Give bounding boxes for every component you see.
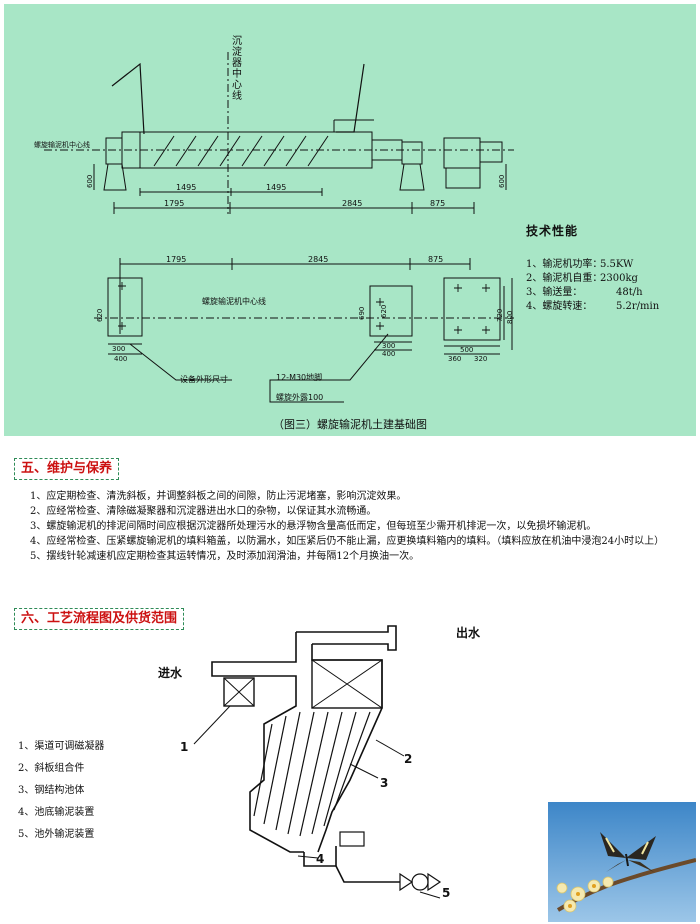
- list-item: 5、摆线针轮减速机应定期检查其运转情况，及时添加润滑油，并每隔12个月换油一次。: [30, 551, 420, 562]
- spec-item: 3、输送量：48t/h: [526, 287, 643, 298]
- section5-heading: 五、维护与保养: [14, 458, 120, 480]
- list-item: 4、应经常检查、压紧螺旋输泥机的填料箱盖，以防漏水，如压紧后仍不能止漏，应更换填…: [30, 536, 665, 547]
- dim-1495-a: 1495: [176, 183, 197, 192]
- screw-center-line-label: 螺旋输泥机中心线: [34, 141, 90, 149]
- list-item: 3、钢结构池体: [18, 785, 85, 796]
- inlet-label: 进水: [158, 666, 183, 680]
- plan-center-line-label: 螺旋输泥机中心线: [202, 297, 266, 306]
- plan-dim-620-mid: 620: [380, 304, 388, 318]
- dim-600-right: 600: [498, 174, 506, 188]
- dim-1495-b: 1495: [266, 183, 287, 192]
- anchor-bolt-label: 12-M30地脚: [276, 373, 323, 382]
- butterfly-icon: [548, 802, 696, 922]
- plan-dim-800: 800: [506, 310, 514, 324]
- sediment-center-line-label: 沉淀器中心线: [232, 36, 242, 102]
- plan-dim-2845: 2845: [308, 255, 329, 264]
- plan-dim-720: 720: [496, 308, 504, 322]
- dim-875: 875: [430, 199, 446, 208]
- plan-dim-360: 360: [448, 355, 462, 363]
- callout-5: 5: [442, 886, 451, 900]
- outline-dimension-label: 设备外形尺寸: [180, 375, 228, 384]
- callout-2: 2: [404, 752, 413, 766]
- outlet-label: 出水: [456, 626, 481, 640]
- callout-1: 1: [180, 740, 189, 754]
- plan-dim-400-left: 400: [114, 355, 128, 363]
- plan-dim-320: 320: [474, 355, 488, 363]
- plan-dim-620-left: 620: [96, 308, 104, 322]
- plan-dim-690: 690: [358, 306, 366, 320]
- list-item: 4、池底输泥装置: [18, 807, 95, 818]
- plan-dim-400-mid: 400: [382, 350, 396, 358]
- plan-dim-875: 875: [428, 255, 444, 264]
- spec-list: 1、输泥机功率：5.5KW 2、输泥机自重：2300kg 3、输送量：48t/h…: [526, 258, 659, 314]
- list-item: 2、应经常检查、清除磁凝聚器和沉淀器进出水口的杂物，以保证其水流畅通。: [30, 506, 377, 517]
- drawing-caption: （图三）螺旋输泥机土建基础图: [273, 418, 427, 431]
- foundation-drawing: [44, 52, 514, 403]
- spec-title: 技术性能: [526, 224, 579, 238]
- callout-4: 4: [316, 852, 325, 866]
- list-item: 1、应定期检查、清洗斜板，并调整斜板之间的间隙，防止污泥堵塞，影响沉淀效果。: [30, 491, 407, 502]
- list-item: 1、渠道可调磁凝器: [18, 741, 105, 752]
- dim-600-left: 600: [86, 174, 94, 188]
- screw-exposure-label: 螺旋外露100: [276, 393, 324, 402]
- callout-3: 3: [380, 776, 389, 790]
- maintenance-list: 1、应定期检查、清洗斜板，并调整斜板之间的间隙，防止污泥堵塞，影响沉淀效果。 2…: [30, 490, 690, 565]
- spec-item: 1、输泥机功率：5.5KW: [526, 259, 634, 270]
- dim-1795: 1795: [164, 199, 185, 208]
- list-item: 2、斜板组合件: [18, 763, 85, 774]
- butterfly-photo: [548, 802, 696, 922]
- process-legend: 1、渠道可调磁凝器 2、斜板组合件 3、钢结构池体 4、池底输泥装置 5、池外输…: [18, 736, 104, 846]
- spec-item: 4、螺旋转速：5.2r/min: [526, 301, 660, 312]
- dim-2845: 2845: [342, 199, 363, 208]
- process-flow-diagram: [193, 625, 442, 899]
- list-item: 5、池外输泥装置: [18, 829, 95, 840]
- foundation-drawing-panel: 沉淀器中心线 螺旋输泥机中心线 600 600 1495 1495 1795 2…: [4, 4, 696, 436]
- plan-dim-1795: 1795: [166, 255, 187, 264]
- plan-dim-300-mid: 300: [382, 342, 396, 350]
- plan-dim-500: 500: [460, 346, 474, 354]
- plan-dim-300-left: 300: [112, 345, 126, 353]
- section6-heading: 六、工艺流程图及供货范围: [14, 608, 185, 630]
- spec-item: 2、输泥机自重：2300kg: [526, 273, 638, 284]
- list-item: 3、螺旋输泥机的排泥间隔时间应根据沉淀器所处理污水的悬浮物含量高低而定，但每班至…: [30, 521, 597, 532]
